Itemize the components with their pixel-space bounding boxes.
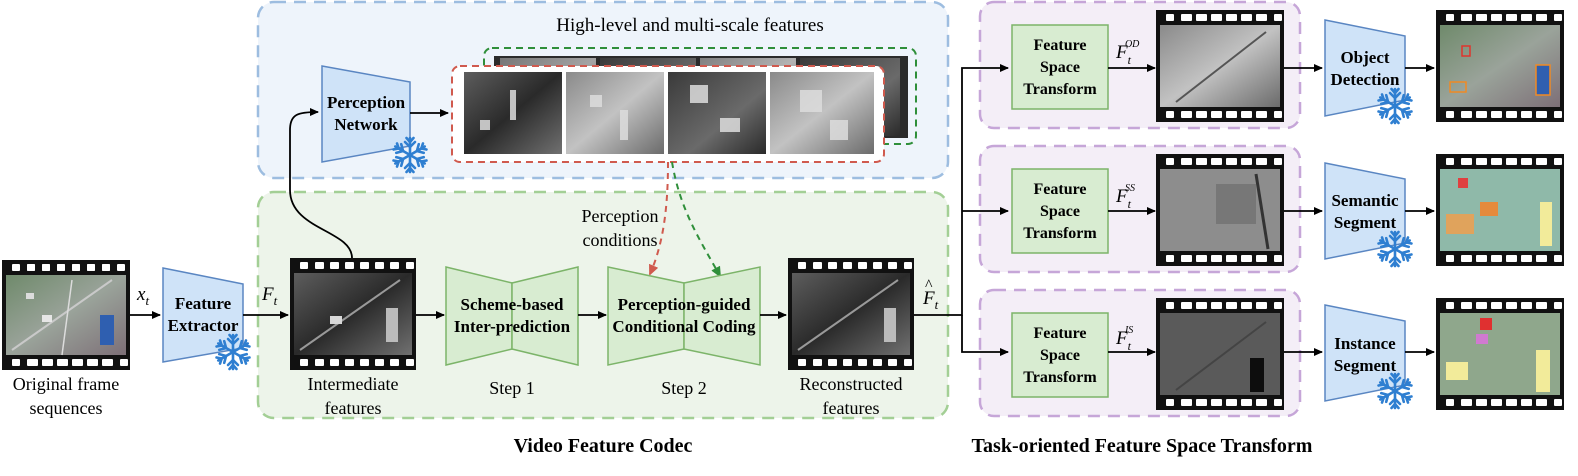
reconstructed-caption-2: features bbox=[823, 398, 880, 418]
step2-label-2: Conditional Coding bbox=[612, 317, 756, 336]
snowflake-icon bbox=[1378, 374, 1412, 408]
multi-scale-feature-maps bbox=[451, 47, 917, 163]
step2-caption: Step 2 bbox=[661, 378, 707, 398]
od-result-frame-icon bbox=[1436, 10, 1564, 122]
feature-space-transform-is bbox=[1011, 312, 1109, 398]
feature-extractor-label-1: Feature bbox=[175, 294, 232, 313]
to-perception-arrow bbox=[289, 108, 353, 259]
fst-is-label-3: Transform bbox=[1023, 369, 1097, 386]
perception-network: Perception Network bbox=[321, 65, 427, 172]
fst-ss-label-3: Transform bbox=[1023, 225, 1097, 242]
step1-label-1: Scheme-based bbox=[461, 295, 564, 314]
perception-conditions-label-2: conditions bbox=[583, 230, 658, 250]
snowflake-icon bbox=[1378, 89, 1412, 123]
od-head-label-2: Detection bbox=[1331, 70, 1400, 89]
ss-head-label-1: Semantic bbox=[1331, 191, 1399, 210]
step1-caption: Step 1 bbox=[489, 378, 535, 398]
f-od-symbol: FtOD bbox=[1115, 39, 1140, 67]
fst-is-label-2: Space bbox=[1040, 347, 1080, 364]
fst-is-label-1: Feature bbox=[1033, 325, 1086, 342]
fst-ss-label-1: Feature bbox=[1033, 181, 1086, 198]
fhat-accent: ^ bbox=[925, 277, 933, 294]
object-detection-head bbox=[1324, 19, 1406, 117]
ss-feature-frame-icon bbox=[1156, 154, 1284, 266]
feature-extractor: Feature Extractor bbox=[162, 267, 250, 369]
intermediate-caption-2: features bbox=[325, 398, 382, 418]
reconstructed-caption-1: Reconstructed bbox=[800, 374, 903, 394]
is-feature-frame-icon bbox=[1156, 298, 1284, 410]
task-row-is: Feature Space Transform FtIS Instance Se… bbox=[1011, 298, 1564, 410]
step1-label-2: Inter-prediction bbox=[454, 317, 571, 336]
perception-conditions-label-1: Perception bbox=[582, 206, 659, 226]
transform-panel-title: Task-oriented Feature Space Transform bbox=[972, 435, 1313, 457]
semantic-segment-head bbox=[1324, 162, 1406, 260]
is-head-label-1: Instance bbox=[1334, 334, 1396, 353]
step2-label-1: Perception-guided bbox=[618, 295, 751, 314]
ss-head-label-2: Segment bbox=[1334, 213, 1397, 232]
od-feature-frame-icon bbox=[1156, 10, 1284, 122]
perception-network-label-2: Network bbox=[334, 115, 398, 134]
step1-inter-prediction: Scheme-based Inter-prediction bbox=[445, 266, 579, 366]
fst-od-label-1: Feature bbox=[1033, 37, 1086, 54]
task-row-ss: Feature Space Transform FtSS Semantic Se… bbox=[1011, 154, 1564, 266]
f-ss-symbol: FtSS bbox=[1115, 183, 1135, 211]
xt-symbol: xt bbox=[136, 284, 149, 308]
step2-conditional-coding: Perception-guided Conditional Coding bbox=[607, 266, 761, 366]
snowflake-icon bbox=[1378, 232, 1412, 266]
fst-od-label-3: Transform bbox=[1023, 81, 1097, 98]
feature-extractor-label-2: Extractor bbox=[168, 316, 239, 335]
perception-condition-red-arrow bbox=[649, 161, 669, 276]
ft-symbol: Ft bbox=[261, 284, 278, 308]
instance-segment-head bbox=[1324, 304, 1406, 402]
feature-space-transform-od bbox=[1011, 24, 1109, 110]
fst-ss-label-2: Space bbox=[1040, 203, 1080, 220]
original-frame-icon bbox=[2, 260, 130, 370]
intermediate-features-icon bbox=[290, 258, 416, 370]
codec-panel bbox=[256, 190, 950, 420]
branch-od-arrow bbox=[914, 64, 1009, 316]
intermediate-caption-1: Intermediate bbox=[308, 374, 399, 394]
perception-panel-title: High-level and multi-scale features bbox=[556, 15, 823, 36]
reconstructed-features-icon bbox=[788, 258, 914, 370]
f-is-symbol: FtIS bbox=[1115, 325, 1133, 353]
fst-od-label-2: Space bbox=[1040, 59, 1080, 76]
od-head-label-1: Object bbox=[1340, 48, 1389, 67]
perception-network-label-1: Perception bbox=[327, 93, 406, 112]
is-result-frame-icon bbox=[1436, 298, 1564, 410]
perception-condition-green-arrow bbox=[671, 161, 721, 278]
original-frame-caption-2: sequences bbox=[30, 398, 103, 418]
feature-space-transform-ss bbox=[1011, 168, 1109, 254]
fhat-symbol: Ft bbox=[922, 288, 939, 312]
is-head-label-2: Segment bbox=[1334, 356, 1397, 375]
codec-panel-title: Video Feature Codec bbox=[514, 435, 693, 457]
ss-result-frame-icon bbox=[1436, 154, 1564, 266]
branch-is-arrow bbox=[961, 315, 1009, 356]
original-frame-caption-1: Original frame bbox=[13, 374, 119, 394]
task-row-od: Feature Space Transform FtOD Object Dete… bbox=[1011, 10, 1564, 123]
